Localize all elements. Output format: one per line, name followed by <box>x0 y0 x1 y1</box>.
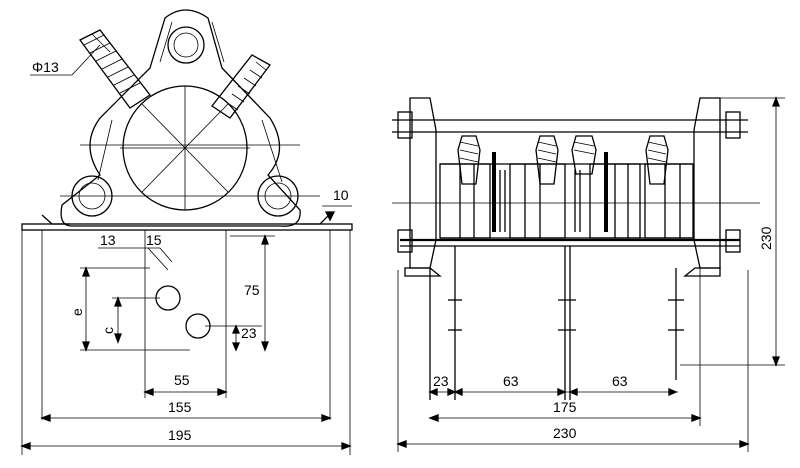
right-left-end-plate <box>409 97 437 269</box>
coil-middle <box>509 163 566 239</box>
phi-label: Φ13 <box>32 59 59 75</box>
left-foot-left <box>41 214 70 225</box>
dim-55-label: 55 <box>174 372 190 388</box>
left-base-plate <box>21 223 353 231</box>
dim-c-label: c <box>100 327 116 334</box>
dim-195-label: 195 <box>168 427 192 443</box>
top-right-insulator <box>211 54 271 119</box>
dim-63-right-label: 63 <box>612 373 628 389</box>
top-screws <box>457 135 669 185</box>
dim-63-left-label: 63 <box>503 373 519 389</box>
dim-175-label: 175 <box>553 399 577 415</box>
triangle-frame <box>60 9 301 227</box>
right-right-end-plate <box>693 97 721 269</box>
right-side-view: 230 23 63 63 175 230 <box>392 96 785 452</box>
dim-23-right-label: 23 <box>433 373 449 389</box>
top-terminal-outer <box>167 26 205 64</box>
left-end-view: Φ13 10 13 15 e c 75 <box>20 9 353 455</box>
dim-13-label: 13 <box>100 232 116 248</box>
top-left-insulator <box>79 29 151 109</box>
dim-155-label: 155 <box>168 399 192 415</box>
thickness-label: 10 <box>333 187 349 203</box>
dim-23-left-label: 23 <box>241 325 257 341</box>
dim-75-label: 75 <box>244 282 260 298</box>
dim-230-horizontal-label: 230 <box>553 425 577 441</box>
dim-15-label: 15 <box>146 232 162 248</box>
dim-e-label: e <box>69 308 85 316</box>
coil-left <box>439 163 491 239</box>
dim-230-vertical-label: 230 <box>758 226 774 250</box>
